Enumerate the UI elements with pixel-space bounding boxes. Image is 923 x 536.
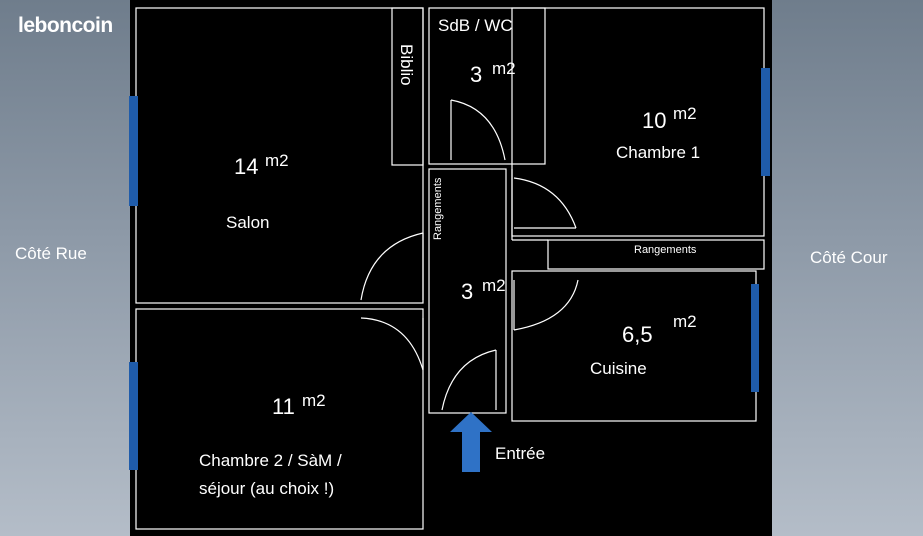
chambre1-door-arc [513,177,577,229]
chambre2-label-line2: séjour (au choix !) [199,479,334,498]
plan-background [130,0,772,536]
cuisine-door-arc [513,279,579,331]
chambre2-label-line1: Chambre 2 / SàM / [199,451,342,470]
entrance-arrow-icon [450,412,492,472]
window-cuisine [751,284,759,392]
side-label-street: Côté Rue [15,244,87,263]
cuisine-unit: m2 [673,312,697,331]
sdb-room [428,7,546,165]
salon-unit: m2 [265,151,289,170]
chambre2-area: 11 [272,394,295,419]
sdb-door-arc [450,99,506,161]
cuisine-label: Cuisine [590,359,647,378]
couloir-area: 3 [461,279,473,304]
rangements-horizontal-room [547,239,765,270]
chambre2-door-arc [360,317,424,371]
salon-area: 14 [234,154,258,179]
entrance-door-arc [441,349,497,411]
chambre1-unit: m2 [673,104,697,123]
window-salon [129,96,138,206]
rangements-horizontal-label: Rangements [634,244,697,256]
side-label-courtyard: Côté Cour [810,248,888,267]
rangements-vertical-label: Rangements [432,177,444,240]
sdb-label: SdB / WC [438,16,513,35]
sdb-unit: m2 [492,59,516,78]
couloir-unit: m2 [482,276,506,295]
salon-label: Salon [226,213,269,232]
couloir [428,168,507,414]
salon-door-arc [360,232,424,301]
biblio-room [391,7,424,166]
sdb-area: 3 [470,62,482,87]
window-chambre1 [761,68,770,176]
biblio-label: Biblio [397,44,416,86]
leboncoin-logo: leboncoin [18,14,113,37]
chambre2-unit: m2 [302,391,326,410]
window-chambre2 [129,362,138,470]
chambre1-area: 10 [642,108,666,133]
cuisine-area: 6,5 [622,322,653,347]
entrance-label: Entrée [495,444,545,463]
chambre1-label: Chambre 1 [616,143,700,162]
